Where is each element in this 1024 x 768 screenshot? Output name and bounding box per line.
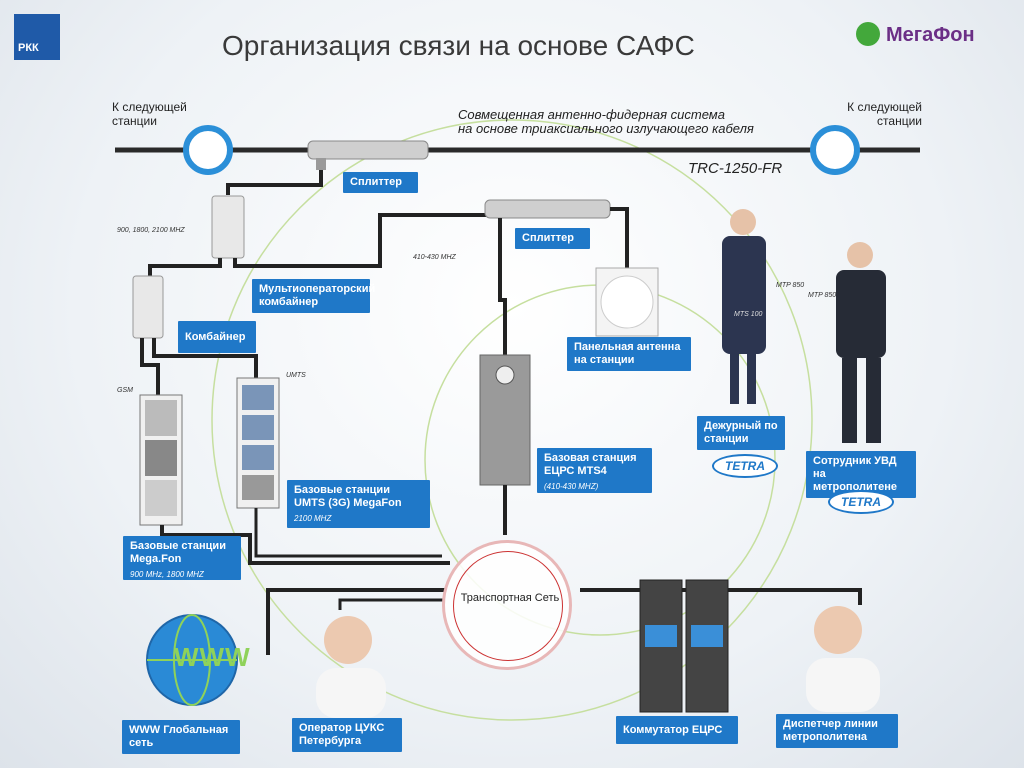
multi-combiner-label: Мультиоператорский комбайнер — [252, 279, 375, 313]
link-umts-transport — [254, 508, 442, 558]
cable-caption-line1: Совмещенная антенно-фидерная система — [458, 107, 725, 122]
rkk-logo: РКК — [14, 14, 60, 60]
bs-umts-title: Базовые станции UMTS (3G) MegaFon — [294, 484, 402, 509]
transport-network-label: Транспортная Сеть — [460, 592, 560, 604]
next-station-right: К следующей станции — [847, 100, 922, 128]
operator-figure — [316, 616, 386, 718]
duty-officer-figure — [722, 209, 766, 404]
umts-rack-module-3 — [242, 445, 274, 470]
feeder-mc-combiner — [148, 258, 222, 276]
mtp100-tag: MTS 100 — [734, 311, 763, 318]
www-label: WWW Глобальная сеть — [122, 720, 240, 754]
link-gsm-transport — [160, 525, 450, 565]
umts-rack-module-4 — [242, 475, 274, 500]
megafon-logo-icon — [856, 22, 880, 46]
umts-rack-module-1 — [242, 385, 274, 410]
cable-caption-line2: на основе триаксиального излучающего каб… — [458, 121, 754, 136]
gsm-rack-module-1 — [145, 400, 177, 436]
mtp850b-tag: MTP 850 — [808, 292, 837, 299]
police-officer-figure — [836, 242, 886, 443]
bs-gsm-label: Базовые станции Mega.Fon 900 MHz, 1800 M… — [123, 536, 241, 580]
bs-tetra-label: Базовая станция ЕЦРС MTS4 (410-430 MHZ) — [537, 448, 652, 493]
feeder-splitter2-bs — [498, 218, 507, 355]
bs-umts-freq: 2100 MHZ — [294, 514, 332, 523]
splitter-1-port — [316, 158, 326, 170]
duty-officer-label: Дежурный по станции — [697, 416, 785, 450]
megafon-logo: МегаФон — [856, 20, 1024, 50]
motorola-logo-icon — [495, 365, 515, 385]
switch-screen-1 — [645, 625, 677, 647]
splitter-1-device — [307, 140, 429, 160]
cable-end-right — [810, 125, 860, 175]
multi-combiner-device — [211, 195, 245, 259]
feeder-splitter1-combiner — [226, 170, 323, 195]
combiner-label: Комбайнер — [178, 321, 256, 353]
gsm-tag: GSM — [117, 387, 133, 394]
link-operator-transport — [338, 598, 445, 610]
splitter-2-device — [484, 199, 611, 219]
gsm-rack-module-2 — [145, 440, 177, 476]
switch-label: Коммутатор ЕЦРС — [616, 716, 738, 744]
cable-end-left — [183, 125, 233, 175]
bs-gsm-title: Базовые станции Mega.Fon — [130, 540, 226, 565]
umts-tag: UMTS — [286, 372, 306, 379]
cable-model: TRC-1250-FR — [688, 160, 783, 177]
transport-network-inner — [453, 551, 563, 661]
switch-screen-2 — [691, 625, 723, 647]
mtp850-tag: MTP 850 — [776, 282, 805, 289]
page-title: Организация связи на основе САФС — [222, 30, 695, 61]
splitter-1-label: Сплиттер — [343, 172, 418, 193]
feeder-combiner-umts — [152, 338, 258, 378]
panel-antenna-label: Панельная антенна на станции — [567, 337, 691, 371]
dispatcher-figure — [806, 606, 880, 712]
bs-tetra-title: Базовая станция ЕЦРС MTS4 — [544, 452, 637, 477]
bs-gsm-freq: 900 MHz, 1800 MHZ — [130, 570, 204, 579]
panel-antenna-dish — [600, 275, 654, 329]
combiner-device — [132, 275, 164, 339]
umts-rack-module-2 — [242, 415, 274, 440]
next-station-left: К следующей станции — [112, 100, 187, 128]
feeder-mc-splitter2 — [233, 213, 490, 268]
operator-label: Оператор ЦУКС Петербурга — [292, 718, 402, 752]
freq-combiner: 900, 1800, 2100 MHZ — [117, 227, 185, 234]
tetra-logo-1: TETRA — [712, 454, 778, 478]
gsm-rack-module-3 — [145, 480, 177, 516]
splitter-2-label: Сплиттер — [515, 228, 590, 249]
coverage-circle-outer — [211, 119, 813, 721]
freq-tetra: 410-430 MHZ — [413, 254, 456, 261]
megafon-logo-text: МегаФон — [886, 24, 975, 46]
feeder-combiner-gsm — [140, 338, 160, 395]
link-www-transport — [266, 588, 445, 655]
dispatcher-label: Диспетчер линии метрополитена — [776, 714, 898, 748]
rkk-logo-text: РКК — [18, 42, 39, 54]
www-icon-text: WWW — [174, 642, 251, 672]
transport-network: Транспортная Сеть — [442, 540, 572, 670]
bs-tetra-freq: (410-430 MHZ) — [544, 482, 599, 491]
bs-umts-label: Базовые станции UMTS (3G) MegaFon 2100 M… — [287, 480, 430, 528]
tetra-logo-2: TETRA — [828, 490, 894, 514]
feeder-splitter2-antenna — [610, 207, 629, 268]
